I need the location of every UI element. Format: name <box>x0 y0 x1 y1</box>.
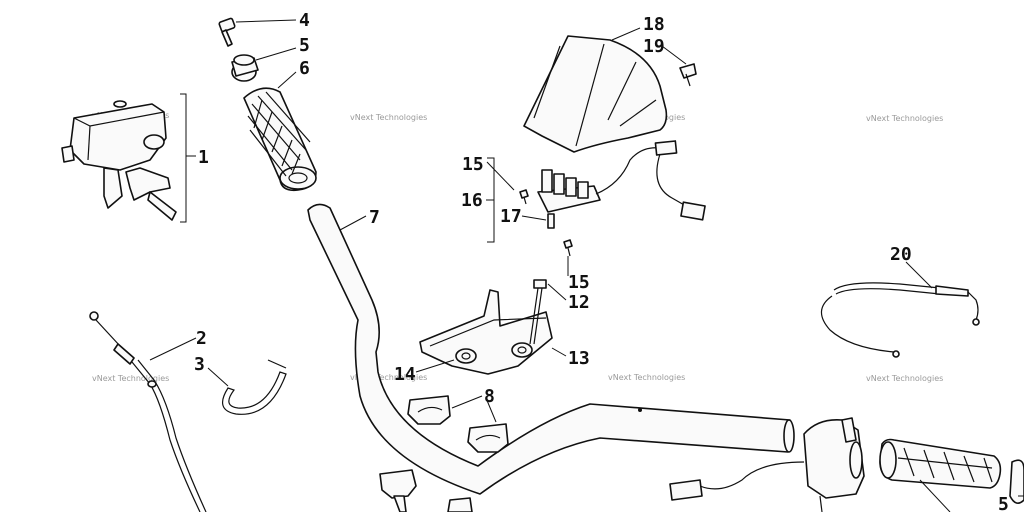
mount-bracket-part: 12 13 14 <box>394 279 590 385</box>
callout-5-right: 5 <box>998 494 1009 512</box>
handlebar-clamps-part: 8 <box>379 386 509 512</box>
cable-clip-part: 3 <box>194 354 287 415</box>
bolt-12-part <box>529 279 547 345</box>
watermark-5: vNext Technologies <box>92 374 169 383</box>
callout-16: 16 <box>461 190 483 211</box>
callout-5-left: 5 <box>299 35 310 56</box>
visor-part: 18 19 <box>523 14 697 153</box>
screw-part <box>218 17 236 47</box>
callout-14: 14 <box>394 364 416 385</box>
callout-18: 18 <box>643 14 665 35</box>
grip-part <box>243 87 317 192</box>
screw-15a-part <box>519 189 529 205</box>
grip-assembly-left: 4 5 6 <box>218 10 317 192</box>
callout-3: 3 <box>194 354 205 375</box>
watermark-4: vNext Technologies <box>866 114 943 123</box>
screw-19-part <box>679 63 697 87</box>
right-switch-housing-part <box>669 417 865 512</box>
callout-1: 1 <box>198 147 209 168</box>
handlebar-part: 7 <box>307 203 795 495</box>
watermark-7: vNext Technologies <box>608 373 685 382</box>
callout-13: 13 <box>568 348 590 369</box>
callout-2: 2 <box>196 328 207 349</box>
watermark-6: vNext Technologies <box>350 373 427 382</box>
throttle-cable-part: 2 <box>89 311 207 512</box>
switch-block-part: 16 15 17 15 <box>461 140 706 293</box>
watermark-2: vNext Technologies <box>350 113 427 122</box>
callout-8: 8 <box>484 386 495 407</box>
callout-6: 6 <box>299 58 310 79</box>
watermark-8: vNext Technologies <box>866 374 943 383</box>
screw-15b-part <box>563 239 573 257</box>
callout-4: 4 <box>299 10 310 31</box>
throttle-housing-part: 1 <box>61 93 209 223</box>
callout-12: 12 <box>568 292 590 313</box>
pin-17-part <box>547 213 555 229</box>
end-cap-part <box>231 54 259 82</box>
callout-7: 7 <box>369 207 380 228</box>
callout-19: 19 <box>643 36 665 57</box>
callout-17: 17 <box>500 206 522 227</box>
cable-20-part: 20 <box>820 244 980 358</box>
callout-15-top: 15 <box>462 154 484 175</box>
grip-part-right: 5 <box>879 438 1024 512</box>
callout-15-bottom: 15 <box>568 272 590 293</box>
callout-20: 20 <box>890 244 912 265</box>
